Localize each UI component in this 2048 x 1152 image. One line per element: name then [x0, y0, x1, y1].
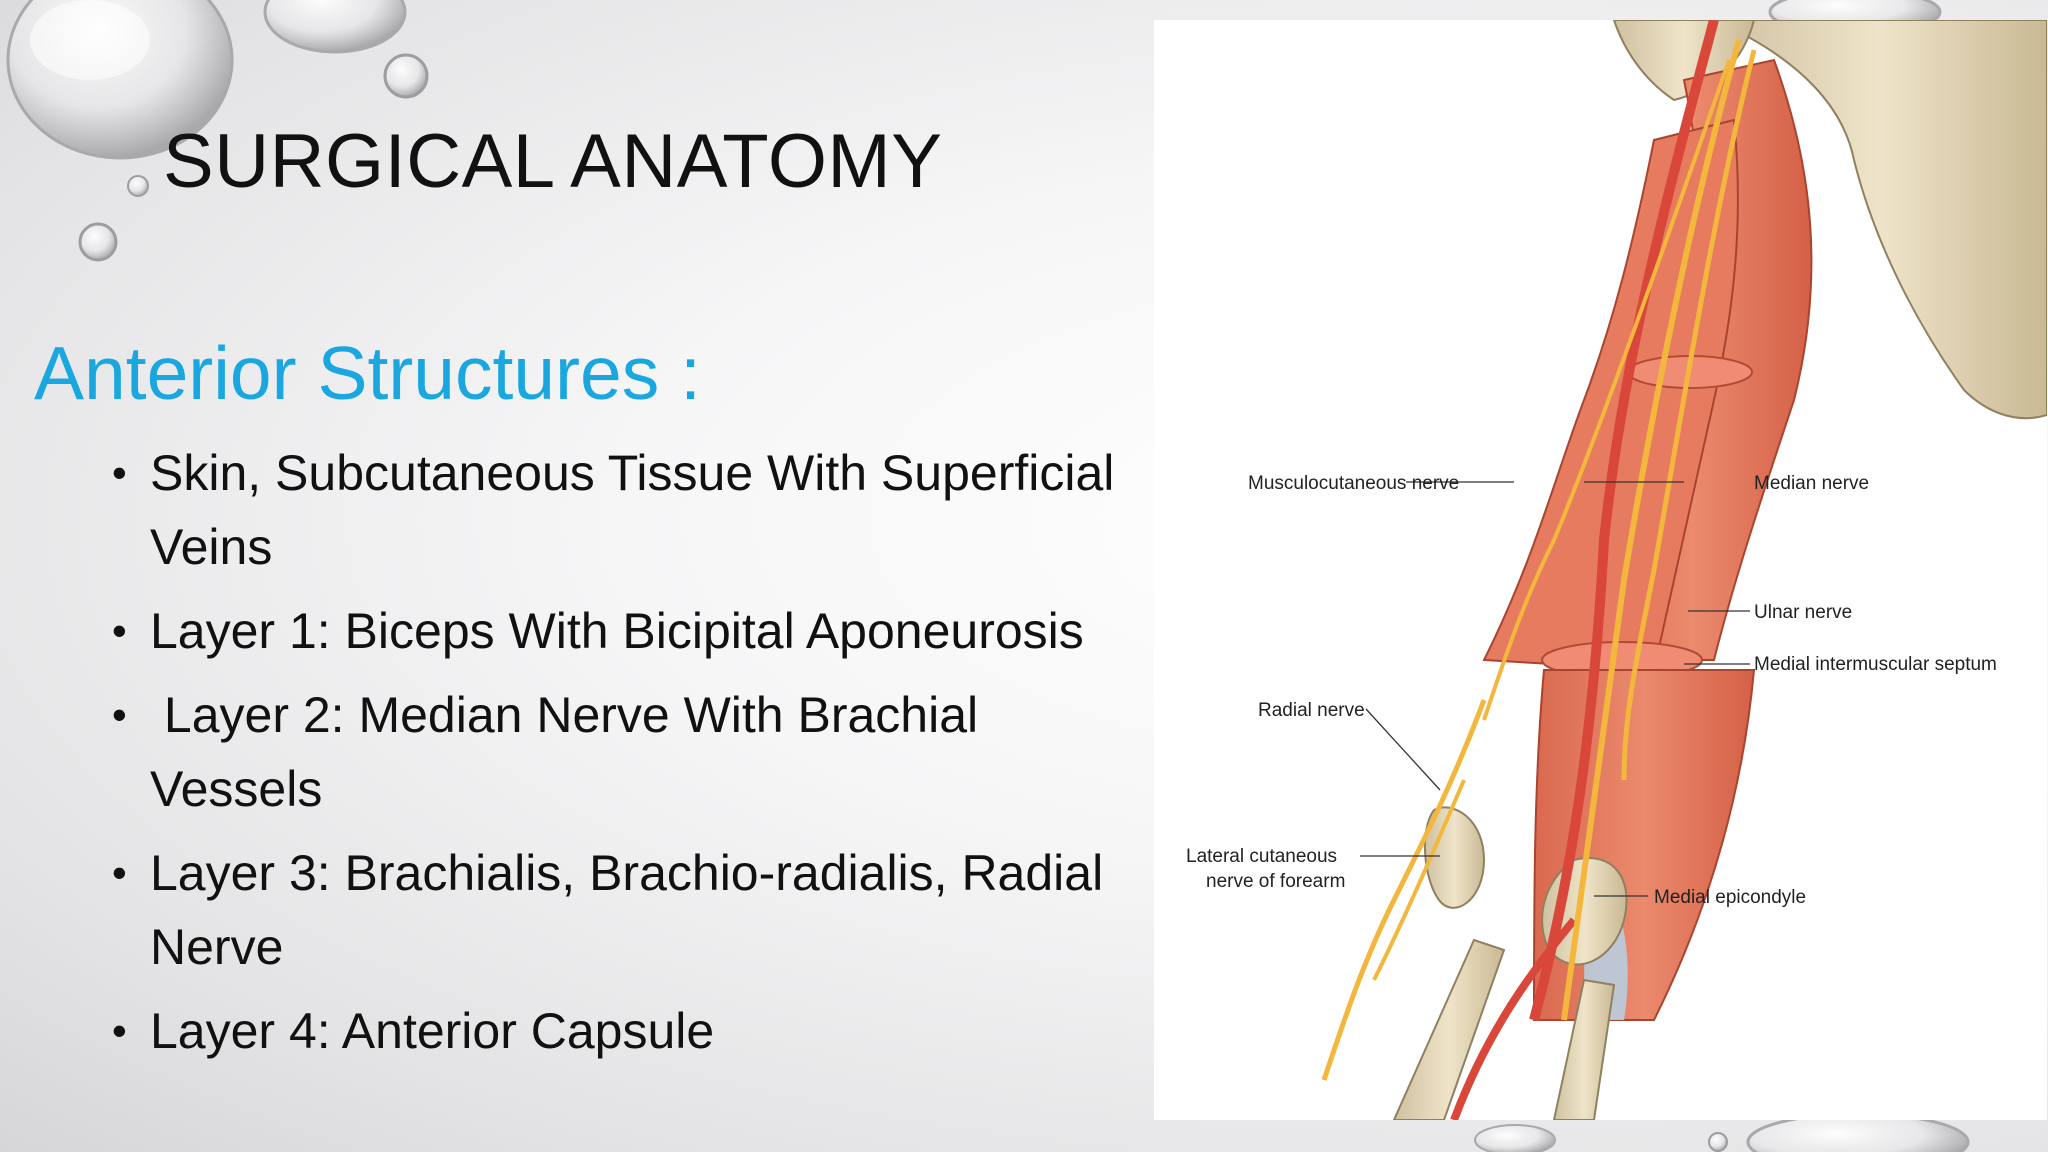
label-medial-intermuscular-septum: Medial intermuscular septum — [1754, 654, 1997, 675]
bullet-text: Layer 2: Median Nerve With Brachial Vess… — [150, 687, 993, 817]
list-item: • Layer 4: Anterior Capsule — [112, 994, 1142, 1068]
lateral-cutaneous-nerve — [1372, 779, 1466, 981]
water-drop — [263, 0, 407, 54]
brachial-artery — [1529, 20, 1719, 1022]
arm-anatomy-svg: Musculocutaneous nerve Median nerve Ulna… — [1186, 20, 2047, 1120]
humerus-head — [1612, 20, 1756, 102]
median-nerve — [1561, 39, 1742, 1021]
bullet-list: • Skin, Subcutaneous Tissue With Superfi… — [112, 436, 1142, 1078]
radial-artery — [1450, 917, 1578, 1120]
label-median-nerve: Median nerve — [1754, 473, 1869, 494]
musculocutaneous-nerve — [1482, 59, 1731, 721]
bullet-icon: • — [112, 691, 127, 738]
ulnar-nerve — [1621, 49, 1757, 781]
water-drop — [383, 53, 429, 99]
label-medial-epicondyle: Medial epicondyle — [1654, 887, 1806, 908]
list-item: • Skin, Subcutaneous Tissue With Superfi… — [112, 436, 1142, 584]
bullet-icon: • — [112, 607, 127, 654]
radius-bone — [1392, 938, 1506, 1120]
list-item: • Layer 2: Median Nerve With Brachial Ve… — [112, 678, 1142, 826]
ulna-bone — [1552, 978, 1616, 1120]
list-item: • Layer 1: Biceps With Bicipital Aponeur… — [112, 594, 1142, 668]
bullet-icon: • — [112, 849, 127, 896]
bullet-text: Layer 1: Biceps With Bicipital Aponeuros… — [150, 603, 1084, 659]
list-item: • Layer 3: Brachialis, Brachio-radialis,… — [112, 836, 1142, 984]
bullet-text: Skin, Subcutaneous Tissue With Superfici… — [150, 445, 1115, 575]
label-lateral-cutaneous-nerve-line1: Lateral cutaneous — [1186, 846, 1337, 867]
water-drop — [78, 222, 118, 262]
radial-nerve — [1321, 699, 1487, 1081]
label-lateral-cutaneous-nerve-line2: nerve of forearm — [1206, 871, 1345, 892]
water-drop — [6, 0, 234, 160]
bullet-text: Layer 3: Brachialis, Brachio-radialis, R… — [150, 845, 1104, 975]
water-drop — [1474, 1124, 1556, 1152]
bullet-icon: • — [112, 449, 127, 496]
bullet-icon: • — [112, 1007, 127, 1054]
anatomy-illustration: Musculocutaneous nerve Median nerve Ulna… — [1154, 20, 2047, 1120]
scapula-bone — [1713, 20, 2047, 420]
slide-title: SURGICAL ANATOMY — [163, 119, 943, 204]
section-heading: Anterior Structures : — [34, 331, 701, 415]
leader-lines — [1360, 481, 1750, 897]
water-drop — [1708, 1132, 1728, 1152]
label-ulnar-nerve: Ulnar nerve — [1754, 602, 1852, 623]
label-radial-nerve: Radial nerve — [1258, 700, 1365, 721]
water-drop — [127, 175, 149, 197]
bullet-text: Layer 4: Anterior Capsule — [150, 1003, 715, 1059]
label-musculocutaneous-nerve: Musculocutaneous nerve — [1248, 473, 1459, 494]
